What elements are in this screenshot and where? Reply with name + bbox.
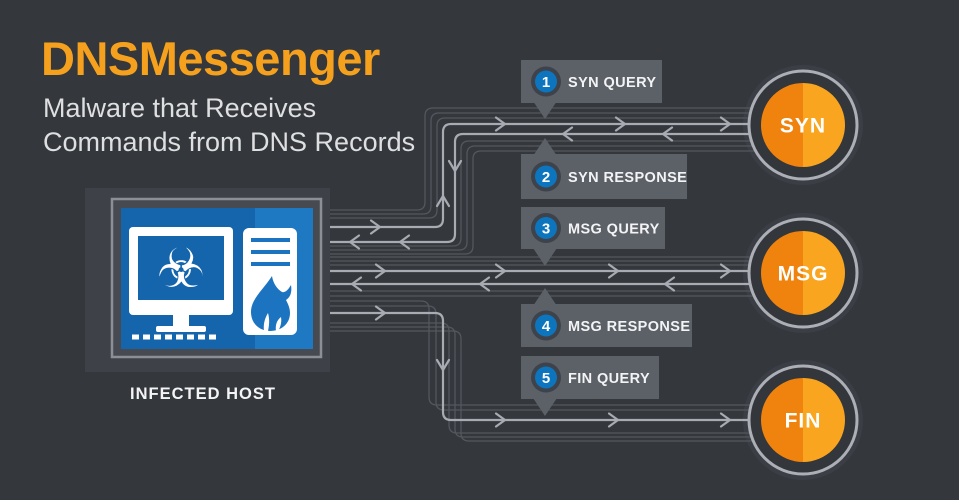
direction-arrow-icons bbox=[348, 116, 732, 428]
step-label: FIN QUERY bbox=[568, 371, 650, 387]
step-label: SYN QUERY bbox=[568, 75, 656, 91]
step-3-msg-query: 3 MSG QUERY bbox=[521, 207, 665, 266]
pointer-up-icon bbox=[533, 288, 557, 306]
pointer-down-icon bbox=[533, 398, 557, 416]
host-label: INFECTED HOST bbox=[130, 385, 276, 403]
step-2-syn-response: 2 SYN RESPONSE bbox=[521, 138, 687, 199]
header: DNSMessenger Malware that Receives Comma… bbox=[41, 32, 415, 157]
dns-traffic-lines-bright bbox=[322, 122, 758, 422]
server-label: FIN bbox=[785, 410, 822, 433]
flame-icon bbox=[251, 276, 292, 331]
server-node-msg: MSG bbox=[747, 217, 859, 329]
server-label: MSG bbox=[778, 263, 829, 286]
step-number-badge bbox=[535, 165, 557, 188]
monitor-icon: ☣ bbox=[129, 227, 233, 340]
step-number-badge bbox=[535, 366, 557, 389]
subtitle-line-1: Malware that Receives bbox=[43, 93, 316, 123]
tower-icon bbox=[243, 228, 297, 335]
step-number: 2 bbox=[542, 169, 550, 186]
step-callouts: 1 SYN QUERY 2 SYN RESPONSE 3 MSG QUERY bbox=[521, 60, 692, 416]
server-node-syn: SYN bbox=[747, 69, 859, 181]
step-number-badge bbox=[535, 217, 557, 239]
subtitle-line-2: Commands from DNS Records bbox=[43, 127, 415, 157]
dns-traffic-lines-dim bbox=[324, 107, 756, 442]
server-label: SYN bbox=[780, 115, 826, 138]
dns-record-nodes: SYN MSG FIN bbox=[747, 69, 859, 476]
syn-response-line bbox=[322, 132, 758, 244]
infected-host: ☣ INFECTED HOST bbox=[85, 188, 330, 403]
biohazard-icon: ☣ bbox=[157, 239, 205, 299]
pointer-down-icon bbox=[533, 248, 557, 266]
step-label: MSG RESPONSE bbox=[568, 319, 690, 335]
step-number-badge bbox=[535, 70, 557, 93]
page-title: DNSMessenger bbox=[41, 32, 380, 85]
step-label: MSG QUERY bbox=[568, 222, 660, 238]
step-label: SYN RESPONSE bbox=[568, 170, 687, 186]
pointer-up-icon bbox=[533, 138, 557, 156]
server-node-fin: FIN bbox=[747, 364, 859, 476]
step-5-fin-query: 5 FIN QUERY bbox=[521, 356, 659, 416]
fin-query-line bbox=[322, 311, 758, 422]
step-1-syn-query: 1 SYN QUERY bbox=[521, 60, 662, 119]
syn-query-line bbox=[322, 122, 758, 229]
step-number: 3 bbox=[542, 221, 550, 238]
step-4-msg-response: 4 MSG RESPONSE bbox=[521, 288, 692, 347]
step-number: 4 bbox=[542, 318, 551, 335]
step-number-badge bbox=[535, 314, 557, 337]
step-number: 1 bbox=[542, 74, 550, 91]
step-number: 5 bbox=[542, 370, 550, 387]
pointer-down-icon bbox=[533, 101, 557, 119]
